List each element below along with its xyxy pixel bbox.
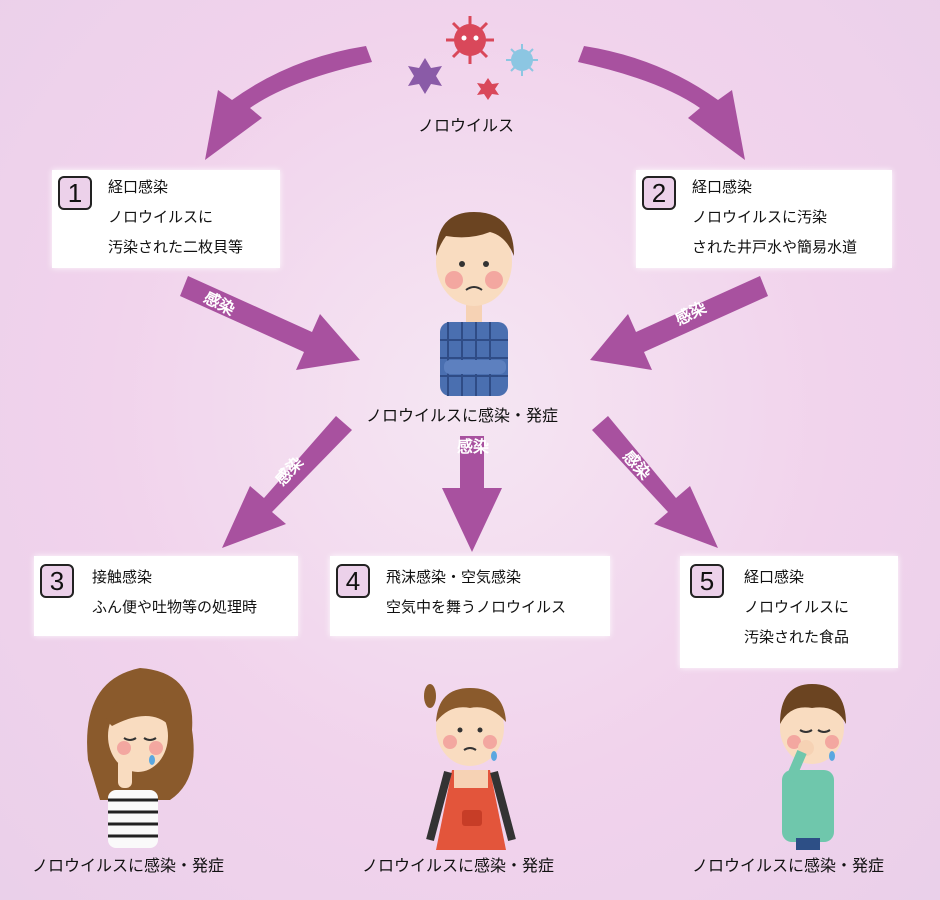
box-5-line-3: 汚染された食品 — [744, 628, 850, 646]
box-2-line-1: 経口感染 — [692, 178, 753, 196]
arrow-center-to-box5 — [592, 416, 718, 548]
box-1-line-2: ノロウイルスに — [108, 208, 214, 226]
box-3-text: 接触感染 ふん便や吐物等の処理時 — [92, 562, 257, 622]
center-label: ノロウイルスに感染・発症 — [366, 406, 559, 425]
woman-illustration — [87, 668, 194, 848]
box-1-line-1: 経口感染 — [108, 178, 169, 196]
box-4-line-2: 空気中を舞うノロウイルス — [386, 598, 567, 616]
box-4: 4 飛沫感染・空気感染 空気中を舞うノロウイルス — [330, 556, 610, 636]
virus-small-red-icon — [477, 78, 499, 100]
arrow-box2-to-center — [590, 276, 768, 370]
box-5: 5 経口感染 ノロウイルスに 汚染された食品 — [680, 556, 898, 668]
source-label: ノロウイルス — [418, 116, 515, 135]
virus-purple-icon — [408, 58, 442, 94]
box-2: 2 経口感染 ノロウイルスに汚染 された井戸水や簡易水道 — [636, 170, 892, 268]
box-3-number: 3 — [40, 564, 74, 598]
box-1: 1 経口感染 ノロウイルスに 汚染された二枚貝等 — [52, 170, 280, 268]
box-4-text: 飛沫感染・空気感染 空気中を舞うノロウイルス — [386, 562, 566, 622]
box-5-number: 5 — [690, 564, 724, 598]
box-4-number: 4 — [336, 564, 370, 598]
arrow-center-to-box4 — [442, 436, 502, 552]
girl-illustration — [424, 684, 516, 850]
arrow-virus-to-box2 — [578, 46, 745, 160]
arrow-virus-to-box1 — [205, 46, 372, 160]
box-5-line-1: 経口感染 — [744, 568, 805, 586]
bottom-label-left: ノロウイルスに感染・発症 — [32, 856, 225, 875]
box-3: 3 接触感染 ふん便や吐物等の処理時 — [34, 556, 298, 636]
arrow-box1-to-center — [180, 276, 360, 370]
box-2-line-3: された井戸水や簡易水道 — [692, 238, 858, 256]
center-person-illustration — [436, 212, 514, 396]
box-1-line-3: 汚染された二枚貝等 — [108, 238, 244, 256]
box-3-line-1: 接触感染 — [92, 568, 153, 586]
box-2-number: 2 — [642, 176, 676, 210]
virus-red-icon — [446, 16, 494, 64]
box-2-text: 経口感染 ノロウイルスに汚染 された井戸水や簡易水道 — [692, 172, 857, 262]
arrow-label-box4: 感染 — [457, 437, 490, 456]
box-1-text: 経口感染 ノロウイルスに 汚染された二枚貝等 — [108, 172, 243, 262]
box-3-line-2: ふん便や吐物等の処理時 — [92, 598, 258, 616]
bottom-label-center: ノロウイルスに感染・発症 — [362, 856, 555, 875]
box-2-line-2: ノロウイルスに汚染 — [692, 208, 828, 226]
bottom-label-right: ノロウイルスに感染・発症 — [692, 856, 885, 875]
box-4-line-1: 飛沫感染・空気感染 — [386, 568, 522, 586]
box-1-number: 1 — [58, 176, 92, 210]
arrow-center-to-box3 — [222, 416, 352, 548]
box-5-line-2: ノロウイルスに — [744, 598, 850, 616]
box-5-text: 経口感染 ノロウイルスに 汚染された食品 — [744, 562, 849, 652]
virus-blue-icon — [506, 44, 538, 76]
boy-illustration — [780, 684, 846, 850]
